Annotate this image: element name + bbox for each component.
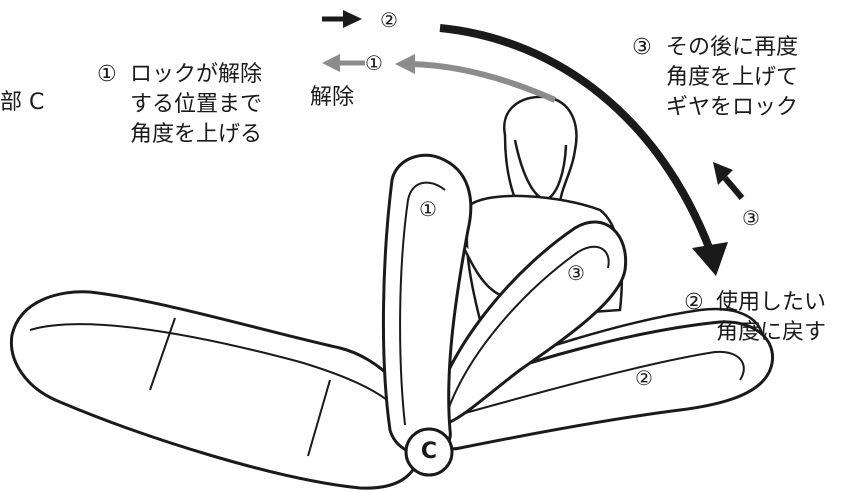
arrow-mark-small-three: ③: [742, 206, 760, 230]
seat-seam-1: [149, 317, 176, 391]
backrest-position-1-inner: [399, 181, 446, 426]
backrest-mark-three: ③: [567, 261, 585, 285]
backrest-position-2-inner: [439, 350, 745, 421]
arrow-mark-upper-one: ①: [365, 51, 383, 75]
backrest-position-3-inner: [447, 245, 610, 411]
step3-small-arrow: [722, 176, 745, 200]
backrest-mark-two: ②: [635, 366, 653, 390]
step1-text: ロックが解除 する位置まで 角度を上げる: [130, 62, 263, 147]
step2-arc-arrow: [439, 24, 714, 252]
joint-c-label: C: [420, 439, 438, 464]
step3-text: その後に再度 角度を上げて ギヤをロック: [666, 35, 799, 120]
step3-number: ③: [632, 35, 652, 60]
seat-seam-2: [307, 379, 331, 457]
backrest-position-2: [424, 320, 774, 451]
backrest-position-3: [428, 220, 628, 427]
arrow-mark-top-two: ②: [380, 8, 398, 32]
step2-text: 使用したい 角度に戻す: [716, 290, 827, 345]
step1-number: ①: [97, 62, 117, 87]
step3-small-arrowhead: [713, 162, 733, 185]
step2-number: ②: [684, 290, 704, 315]
top-small-arrowhead: [343, 10, 362, 28]
step2-arrowhead: [692, 242, 728, 276]
step1-gray-arrowhead: [395, 54, 415, 74]
backrest-mark-one: ①: [419, 197, 437, 221]
seat-cushion: [9, 290, 423, 490]
joint-c-circle: [404, 427, 454, 477]
release-label: 解除: [310, 85, 355, 110]
part-label-cut: 部 C: [0, 90, 45, 115]
release-gray-arrowhead: [322, 54, 340, 72]
step1-gray-arc: [409, 61, 557, 103]
